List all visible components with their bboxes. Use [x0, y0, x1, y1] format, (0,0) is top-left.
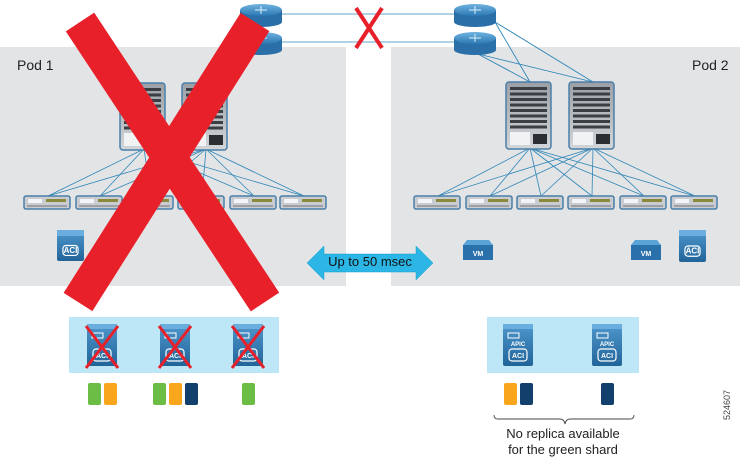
leaf-switch-icon	[75, 195, 123, 210]
shard-navy	[600, 383, 614, 405]
fabric-link	[529, 147, 593, 197]
brace	[493, 414, 635, 425]
apic-controller-failed-icon: ACI	[157, 324, 193, 369]
spine-switch-icon	[568, 81, 615, 150]
latency-double-arrow	[306, 245, 434, 281]
controller-failure-x-icon	[230, 325, 266, 369]
fabric-link	[489, 147, 594, 197]
shard-green	[152, 383, 166, 405]
latency-label: Up to 50 msec	[328, 254, 412, 269]
leaf-switch-icon	[619, 195, 667, 210]
fabric-link	[437, 147, 531, 197]
aci-text: ACI	[169, 353, 181, 360]
leaf-switch-icon	[229, 195, 277, 210]
aci-text: ACI	[686, 247, 700, 256]
fabric-link	[529, 147, 696, 197]
aci-text: ACI	[242, 353, 254, 360]
shard-orange	[503, 383, 517, 405]
aci-text: ACI	[64, 246, 78, 255]
shard-green	[87, 383, 101, 405]
fabric-link	[592, 147, 645, 197]
fabric-link	[99, 148, 145, 197]
ipn-link-failure-x-icon	[354, 6, 384, 50]
leaf-switch-icon	[516, 195, 564, 210]
spine-switch-icon	[505, 81, 552, 150]
fabric-link	[205, 148, 255, 197]
controller-failure-x-icon	[157, 325, 193, 369]
caption-line-1: No replica available	[506, 426, 620, 441]
caption: No replica available for the green shard	[488, 426, 638, 458]
aci-text: ACI	[512, 353, 524, 360]
shard-navy	[519, 383, 533, 405]
aci-text: ACI	[96, 353, 108, 360]
controller-failure-x-icon	[84, 325, 120, 369]
pod-1-label: Pod 1	[17, 57, 54, 73]
apic-controller-failed-icon: ACI	[84, 324, 120, 369]
vm-icon: VM	[463, 240, 493, 260]
apic-controller-icon: APIC ACI	[503, 324, 533, 366]
leaf-switch-icon	[23, 195, 71, 210]
fabric-link	[529, 147, 645, 197]
pod-2-ipn-router-icon	[454, 32, 496, 55]
aci-text: ACI	[601, 353, 613, 360]
apic-text: APIC	[511, 342, 526, 348]
pod-2-apic-icon: ACI	[679, 230, 706, 262]
fabric-link	[540, 147, 594, 197]
fabric-link	[529, 147, 542, 197]
fabric-link	[592, 147, 696, 197]
shard-orange	[103, 383, 117, 405]
fabric-link	[591, 147, 594, 197]
leaf-switch-icon	[465, 195, 513, 210]
leaf-switch-icon	[413, 195, 461, 210]
shard-green	[241, 383, 255, 405]
vm-icon: VM	[631, 240, 661, 260]
caption-line-2: for the green shard	[508, 442, 618, 457]
fabric-link	[205, 148, 305, 197]
inter-pod-links	[282, 13, 594, 83]
shard-navy	[184, 383, 198, 405]
shard-orange	[168, 383, 182, 405]
apic-controller-failed-icon: ACI	[230, 324, 266, 369]
leaf-switch-icon	[670, 195, 718, 210]
fabric-link	[47, 148, 145, 197]
fabric-link	[437, 147, 594, 197]
apic-text: APIC	[600, 342, 615, 348]
fabric-link	[489, 147, 531, 197]
vm-label: VM	[473, 251, 484, 258]
pod-2-ipn-router-icon	[454, 4, 496, 27]
vm-label: VM	[641, 251, 652, 258]
leaf-switch-icon	[567, 195, 615, 210]
figure-id: 524607	[722, 389, 732, 420]
pod-2-label: Pod 2	[692, 57, 729, 73]
pod-1-apic-icon: ACI	[57, 230, 84, 261]
apic-controller-icon: APIC ACI	[592, 324, 622, 366]
leaf-switch-icon	[279, 195, 327, 210]
pod-1-failure-x-icon	[63, 12, 280, 312]
